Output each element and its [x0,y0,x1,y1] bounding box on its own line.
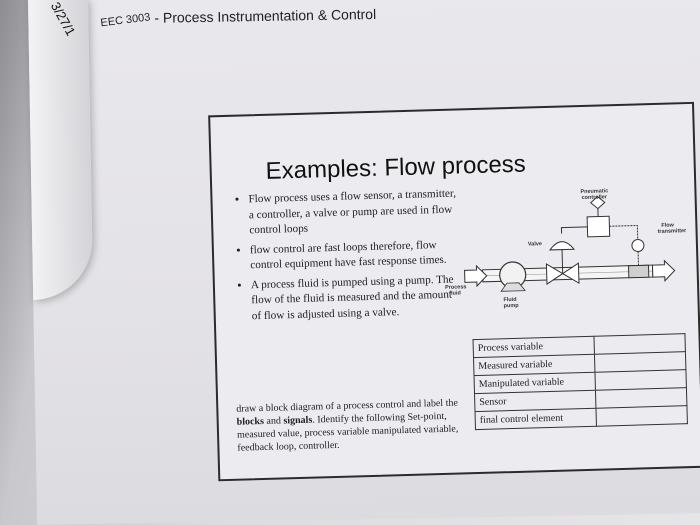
label-pneumatic-controller: Pneumatic [580,188,608,195]
paper-page: 3/27/1 EEC 3003 - Process Instrumentatio… [28,0,700,525]
slide-frame: Examples: Flow process Flow process uses… [208,101,700,482]
answer-cell[interactable] [595,405,688,427]
course-title: - Process Instrumentation & Control [150,5,377,26]
label-process-fluid: Process [445,284,467,291]
label-flow-transmitter: transmitter [657,228,687,235]
bullet-list: Flow process uses a flow sensor, a trans… [234,186,462,328]
label-process-fluid: fluid [449,290,461,296]
bullet-item: flow control are fast loops therefore, f… [250,237,461,274]
flow-process-diagram: Pneumatic controller Flow transmitter Va… [445,188,687,309]
curled-previous-page [28,0,94,300]
label-fluid-pump: Fluid [503,297,516,303]
label-pneumatic-controller: controller [582,194,608,201]
term-cell: final control element [475,408,597,430]
label-valve: Valve [528,241,542,247]
page-header: EEC 3003 - Process Instrumentation & Con… [99,5,377,30]
course-code: EEC 3003 [99,11,152,30]
slide-title: Examples: Flow process [265,150,527,185]
outlet-arrow-icon [651,259,676,282]
inlet-arrow-icon [464,264,488,288]
bullet-item: A process fluid is pumped using a pump. … [251,272,462,324]
label-fluid-pump: pump [503,303,519,309]
terms-table: Process variable Measured variable Manip… [472,333,688,430]
label-flow-transmitter: Flow [661,222,674,228]
assignment-instructions: draw a block diagram of a process contro… [236,396,467,454]
valve-actuator-icon [549,241,576,251]
valve-icon [545,263,564,285]
instructions-text: and [263,415,284,427]
instructions-bold-blocks: blocks [236,415,265,428]
controller-gauge-icon [589,195,606,210]
instructions-bold-signals: signals [283,414,313,427]
bullet-item: Flow process uses a flow sensor, a trans… [248,186,459,238]
controller-box [586,215,611,238]
flow-transmitter-icon [631,238,645,252]
